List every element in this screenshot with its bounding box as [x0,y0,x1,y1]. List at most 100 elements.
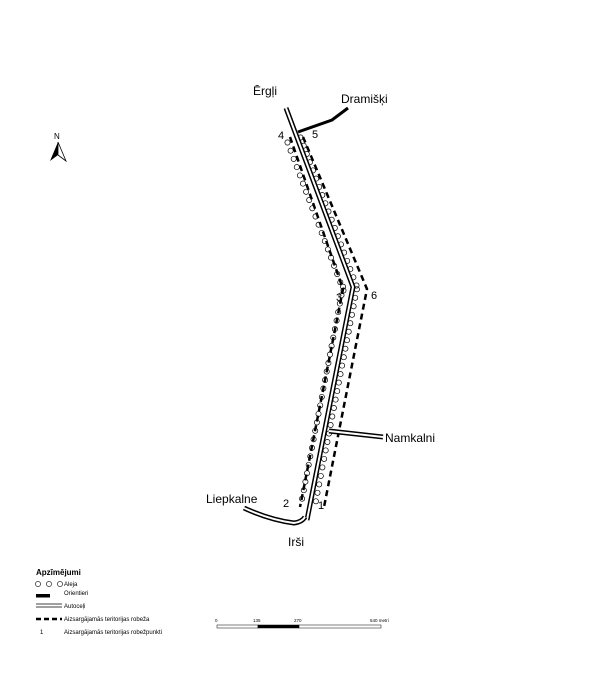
alley-tree [320,385,327,392]
alley-tree [315,221,322,228]
circles-icon [35,581,63,587]
scale-bar-segment-3 [298,624,382,629]
alley-tree [319,464,326,471]
place-label-namkalni: Namkalni [385,431,435,445]
alley-tree [293,164,300,171]
alley-tree [299,495,306,502]
scale-tick-540: 540 metri [370,618,389,623]
alley-tree [303,188,310,195]
legend-label-roads: Autoceļi [64,604,85,610]
alley-tree [334,271,341,277]
alley-tree [300,487,307,494]
legend: Apzīmējumi Aleja Orientieri Autoceļi Aiz… [35,568,162,636]
boundary-point-6: 6 [371,290,377,302]
alley-tree [309,205,316,212]
alley-tree [307,453,314,460]
alley-tree [328,343,335,349]
alley-tree [329,413,336,420]
boundary-point-3: 3 [336,292,342,304]
legend-label-boundary-points: Aizsargājamās teritorijas robežpunkti [64,630,162,636]
alley-tree [296,172,303,179]
alley-tree [317,402,324,409]
alley-tree [328,254,334,261]
scale-tick-270: 270 [294,618,302,623]
place-label-dramiski: Dramišķi [341,92,388,106]
legend-item-boundary-points: 1 Aizsargājamās teritorijas robežpunkti [40,630,162,636]
alley-tree [322,377,329,383]
legend-title: Apzīmējumi [36,568,81,577]
alley-tree [316,481,323,488]
alley-tree [321,455,328,462]
alley-tree [302,478,309,485]
alley-tree [284,139,291,146]
alley-tree [309,444,315,451]
alley-tree [315,410,322,417]
alley-tree [313,419,320,426]
alley-tree [287,147,294,154]
legend-label-alley: Aleja [64,582,78,588]
alley-tree [327,351,333,358]
alley-tree [340,283,347,290]
alley-tree [334,388,341,395]
thick-bar-icon [36,594,50,598]
alley-tree [335,309,342,316]
place-label-ergli: Ērgļi [253,84,277,98]
alley-tree [323,368,330,375]
scale-bar-segment-2 [257,624,300,629]
alley-tree [300,180,306,187]
alley-tree [327,422,334,428]
boundary-number-symbol: 1 [40,630,44,636]
scale-tick-0: 0 [215,618,218,623]
alley-tree [337,279,344,286]
legend-item-landmarks: Orientieri [36,591,88,598]
boundary-point-1: 1 [318,500,324,512]
alley-tree [312,427,319,434]
alley-tree [318,229,325,236]
alley-tree [318,393,325,400]
alley-tree [333,317,340,324]
protected-territory-boundary [288,136,369,508]
alley-tree [310,436,317,443]
alley-tree [324,439,331,445]
alley-tree [330,334,337,341]
alley-tree [322,447,329,454]
double-line-icon [36,603,62,608]
alley-tree [305,461,312,468]
alley-tree [306,197,313,203]
boundary-east [301,136,369,508]
scale-tick-135: 135 [253,618,261,623]
scale-bar: 0 135 270 540 metri [215,618,389,629]
alley-tree [312,213,319,220]
alley-tree [321,238,328,245]
legend-item-alley: Aleja [35,581,78,588]
main-road [283,107,356,521]
legend-item-roads: Autoceļi [36,603,85,610]
legend-item-boundary: Aizsargājamās teritorijas robeža [36,617,150,623]
alley-tree [336,300,343,307]
alley-tree [338,292,345,299]
road-namkalni [328,428,384,440]
alley-tree [324,246,331,253]
alley-tree [317,472,324,479]
north-arrow: N [50,132,67,163]
north-arrow-label: N [54,132,60,141]
boundary-point-2: 2 [283,498,289,510]
alley-tree [304,470,310,477]
roads [242,107,384,526]
north-arrow-icon [50,142,58,161]
legend-label-landmarks: Orientieri [64,591,88,597]
place-label-liepkalne: Liepkalne [206,492,258,506]
alley-tree [325,360,332,366]
alley-tree [330,405,337,411]
road-liepkalne [242,505,308,526]
alley-tree [331,262,338,269]
alley-tree [312,498,319,505]
alley-tree [290,155,297,162]
boundary-point-4: 4 [278,130,284,142]
landmark-dramiski [297,106,349,134]
legend-label-boundary: Aizsargājamās teritorijas robeža [64,617,150,623]
boundary-point-5: 5 [312,129,318,141]
alley-tree [314,489,321,496]
boundary-point-labels: 1 2 3 4 5 6 [278,129,377,512]
